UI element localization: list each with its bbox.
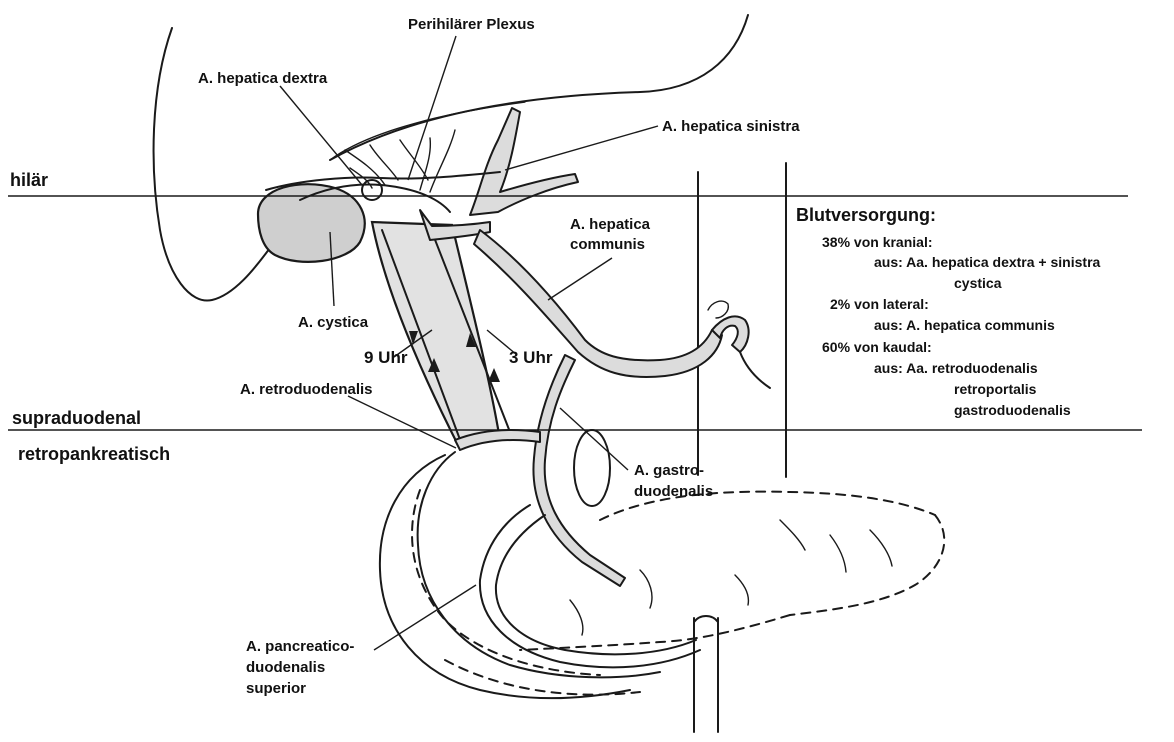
- blood-supply-caudal-from-3: gastroduodenalis: [954, 402, 1071, 418]
- a-hepatica-sinistra-vessel: [470, 108, 578, 215]
- blood-supply-lateral: 2% von lateral:: [830, 296, 929, 312]
- duodenum-outer-wall: [380, 455, 630, 698]
- duodenum-inner-dashed: [412, 490, 600, 675]
- perihilar-plexus-pointer: [408, 36, 456, 180]
- a-hepatica-dextra-pointer: [280, 86, 362, 185]
- hilum-plexus-knot: [362, 180, 382, 200]
- a-hepatica-sinistra-label: A. hepatica sinistra: [662, 118, 800, 135]
- liver-outline: [154, 28, 270, 301]
- a-pancreaticoduodenalis-superior-vessel-2: [496, 515, 696, 654]
- blood-supply-cranial-from-2: cystica: [954, 275, 1002, 291]
- duodenal-branch-loop: [574, 430, 610, 506]
- a-pancreaticoduodenalis-label-1: A. pancreatico-: [246, 638, 354, 655]
- zone-label-supraduodenal: supraduodenal: [12, 408, 141, 428]
- celiac-small-loop: [708, 301, 728, 318]
- aorta-lower-cap: [694, 616, 718, 622]
- pancreas-outline-lower: [520, 615, 790, 650]
- a-pancreaticoduodenalis-label-3: superior: [246, 680, 306, 697]
- zone-label-retropancreatic: retropankreatisch: [18, 444, 170, 464]
- 9-uhr-label: 9 Uhr: [364, 348, 408, 367]
- a-gastroduodenalis-pointer: [560, 408, 628, 470]
- liver-upper-edge: [330, 15, 748, 160]
- arrow-3-uhr-lower: [488, 368, 500, 382]
- blood-supply-lateral-from: aus: A. hepatica communis: [874, 317, 1055, 333]
- a-cystica-label: A. cystica: [298, 314, 369, 331]
- a-gastroduodenalis-vessel: [533, 355, 625, 586]
- blood-supply-caudal: 60% von kaudal:: [822, 339, 932, 355]
- a-pancreaticoduodenalis-superior-vessel: [480, 505, 700, 667]
- a-hepatica-communis-label-1: A. hepatica: [570, 216, 651, 233]
- blood-supply-cranial-from-1: aus: Aa. hepatica dextra + sinistra: [874, 254, 1101, 270]
- blood-supply-caudal-from-2: retroportalis: [954, 381, 1037, 397]
- pancreas-outline-right: [790, 515, 944, 615]
- zone-label-hilar: hilär: [10, 170, 48, 190]
- a-gastroduodenalis-label-1: A. gastro-: [634, 462, 704, 479]
- blood-supply-caudal-from-1: aus: Aa. retroduodenalis: [874, 360, 1038, 376]
- a-hepatica-communis-label-2: communis: [570, 236, 645, 253]
- blood-supply-title: Blutversorgung:: [796, 205, 936, 225]
- a-gastroduodenalis-label-2: duodenalis: [634, 483, 713, 500]
- perihilar-plexus-label: Perihilärer Plexus: [408, 16, 535, 33]
- blood-supply-cranial: 38% von kranial:: [822, 234, 933, 250]
- a-retroduodenalis-label: A. retroduodenalis: [240, 381, 373, 398]
- a-hepatica-dextra-label: A. hepatica dextra: [198, 70, 328, 87]
- a-hepatica-sinistra-pointer: [505, 126, 658, 170]
- a-hepatica-communis-pointer: [548, 258, 612, 300]
- perihilar-plexus-vessels: [345, 130, 455, 192]
- a-pancreaticoduodenalis-label-2: duodenalis: [246, 659, 325, 676]
- 3-uhr-label: 3 Uhr: [509, 348, 553, 367]
- celiac-branch-tail: [740, 352, 770, 388]
